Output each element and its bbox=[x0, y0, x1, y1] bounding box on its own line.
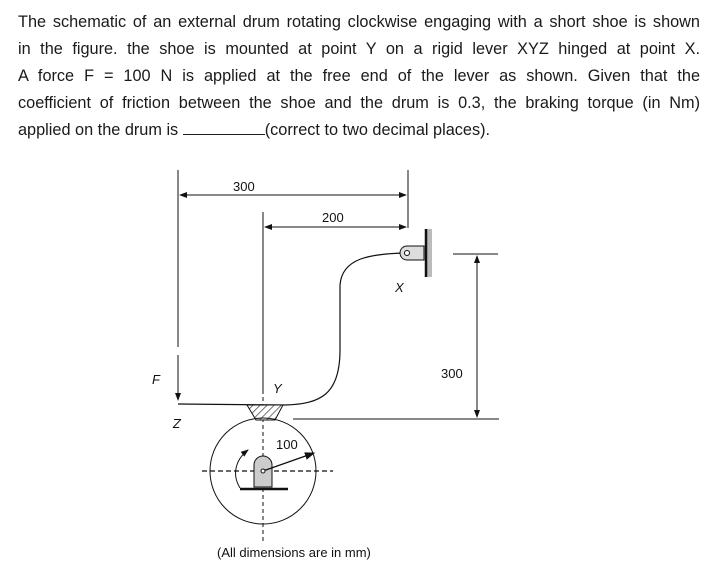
radius-label: 100 bbox=[276, 437, 298, 452]
question-line: The schematic of an external drum rotati… bbox=[18, 13, 700, 31]
question-line-end: (correct to two decimal places). bbox=[264, 121, 491, 139]
question-line: coefficient of friction between the shoe… bbox=[18, 94, 700, 112]
wall-hatch bbox=[426, 229, 432, 277]
question-line-start: applied on the drum is bbox=[18, 121, 183, 139]
answer-blank bbox=[182, 120, 265, 135]
dim-label-200: 200 bbox=[322, 210, 344, 225]
dim-label-300: 300 bbox=[233, 179, 255, 194]
caption: (All dimensions are in mm) bbox=[217, 545, 371, 560]
lever-xyz bbox=[177, 252, 405, 406]
question-line: in the figure. the shoe is mounted at po… bbox=[18, 40, 700, 58]
label-y: Y bbox=[273, 381, 283, 396]
question-line: applied on the drum is (correct to two d… bbox=[18, 117, 700, 144]
label-f: F bbox=[152, 372, 161, 387]
radius-arrow bbox=[262, 452, 316, 472]
question-text: The schematic of an external drum rotati… bbox=[18, 9, 700, 144]
hinge-pin bbox=[404, 250, 410, 256]
label-x: X bbox=[394, 280, 405, 295]
hinge-bracket bbox=[399, 245, 425, 261]
label-z: Z bbox=[172, 416, 182, 431]
dim-label-height: 300 bbox=[441, 366, 463, 381]
rotation-arrow bbox=[235, 449, 249, 489]
question-line: A force F = 100 N is applied at the free… bbox=[18, 67, 700, 85]
drum-center bbox=[260, 468, 266, 474]
brake-shoe bbox=[246, 404, 284, 421]
